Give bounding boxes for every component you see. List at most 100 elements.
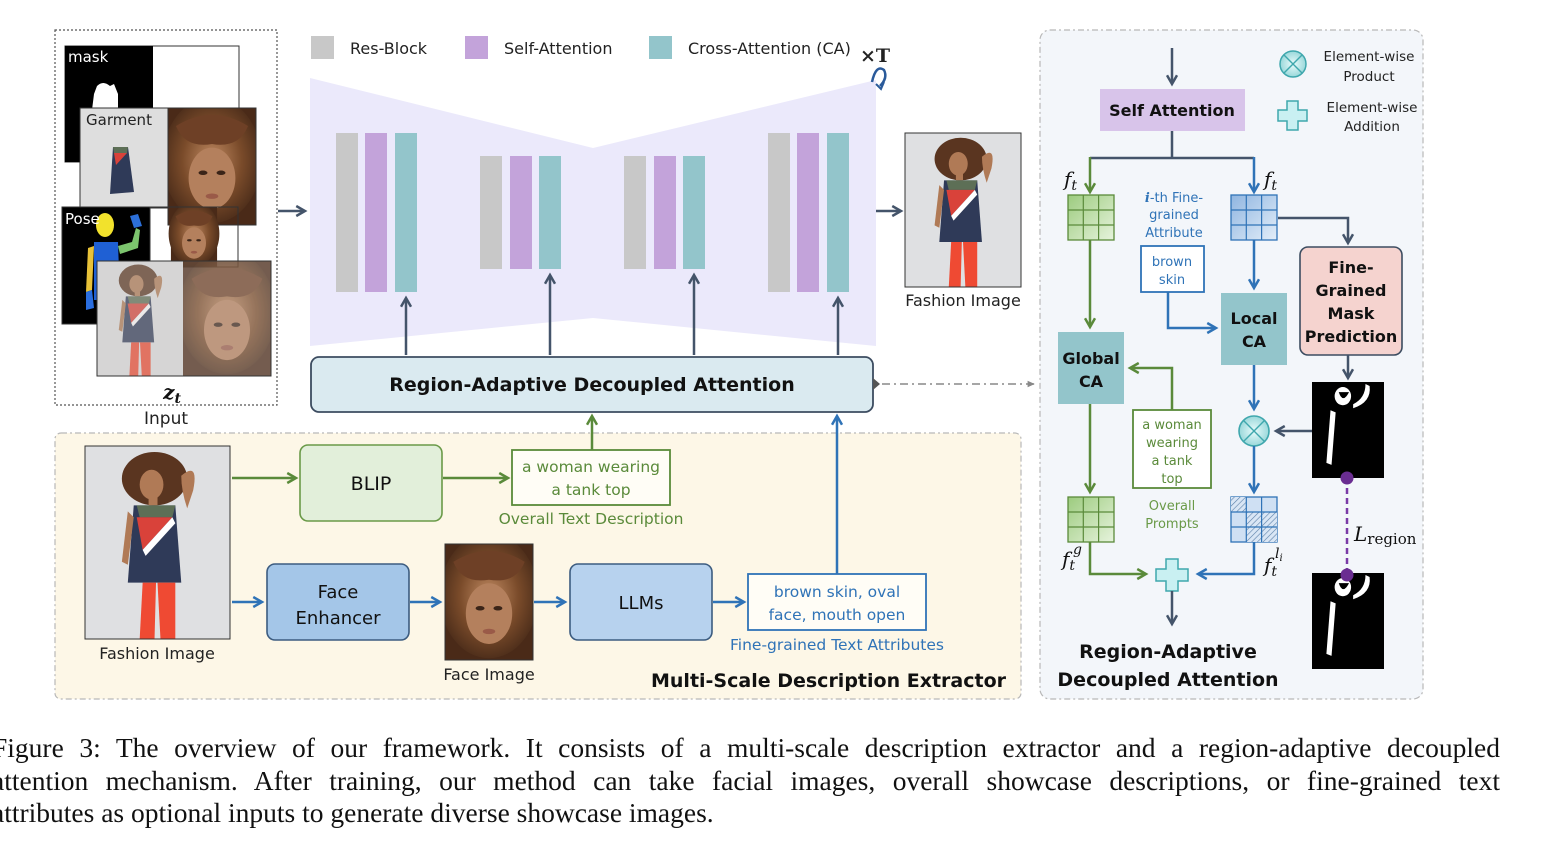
element-wise-addition-node: [1155, 558, 1189, 592]
garment-label: Garment: [86, 111, 152, 129]
overall-text-caption: Overall Text Description: [499, 510, 684, 528]
local-to-mask-arrow: [1278, 216, 1355, 246]
mask-prediction-label-3: Mask: [1328, 304, 1375, 323]
global-ca-box: [1058, 332, 1124, 404]
overall-text-line-2: a tank top: [551, 481, 630, 499]
ith-attribute-line-3: Attribute: [1145, 226, 1202, 241]
overall-text-box: [511, 449, 671, 506]
local-to-add-arrow: [1195, 542, 1256, 581]
extractor-fashion-caption: Fashion Image: [99, 644, 215, 663]
local-output-grid: [1230, 496, 1278, 543]
region-loss-label: Lregion: [1353, 522, 1417, 548]
global-output-grid: [1067, 496, 1115, 543]
local-ca-box: [1221, 293, 1287, 365]
overall-prompt-caption-2: Prompts: [1145, 517, 1199, 532]
global-ca-label-1: Global: [1062, 349, 1119, 368]
product-label-2: Product: [1343, 69, 1394, 85]
fine-text-line-2: face, mouth open: [769, 606, 906, 624]
blip-box: [299, 444, 443, 522]
self-attention-block: [654, 156, 676, 269]
self-attention-label: Self Attention: [1109, 101, 1235, 120]
addition-label-2: Addition: [1344, 119, 1400, 135]
attribute-box: [1140, 245, 1205, 293]
overall-text-line-1: a woman wearing: [522, 458, 660, 476]
global-feature-grid: [1067, 194, 1115, 241]
overall-prompt-caption-1: Overall: [1149, 499, 1195, 514]
overall-prompt-line-1: a woman: [1142, 418, 1202, 433]
self-attention-block: [797, 133, 819, 292]
expand-pointer-icon: [873, 378, 880, 390]
legend-self-attention-swatch: [465, 36, 488, 59]
element-wise-addition-legend: Element-wise Addition: [1277, 100, 1418, 135]
loss-endpoint-bottom: [1340, 568, 1354, 582]
detail-title-line-2: Decoupled Attention: [1057, 669, 1278, 691]
figure-caption: Figure 3: The overview of our framework.…: [0, 732, 1500, 830]
llms-label: LLMs: [619, 593, 664, 614]
region-adaptive-module-label: Region-Adaptive Decoupled Attention: [389, 374, 794, 396]
element-wise-product-legend: Element-wise Product: [1279, 49, 1415, 85]
element-wise-addition-icon: [1277, 100, 1308, 131]
detail-title-line-1: Region-Adaptive: [1079, 641, 1257, 663]
ith-attribute-line-2: grained: [1149, 208, 1199, 223]
self-attention-block: [365, 133, 387, 292]
local-ca-label-1: Local: [1231, 309, 1278, 328]
local-feature-grid: [1230, 194, 1278, 241]
ground-truth-mask-image: [1312, 573, 1384, 669]
face-enhancer-label-2: Enhancer: [296, 608, 382, 629]
cross-attention-block: [539, 156, 561, 269]
description-extractor: Fashion Image BLIP a woman wearing a tan…: [54, 413, 1022, 700]
face-image-caption: Face Image: [443, 665, 534, 684]
attribute-line-1: brown: [1152, 255, 1192, 270]
blip-label: BLIP: [351, 473, 392, 495]
mask-prediction-label-4: Prediction: [1305, 327, 1397, 346]
res-block: [480, 156, 502, 269]
legend-res-block-label: Res-Block: [350, 39, 428, 58]
face-enhancer-label-1: Face: [318, 582, 359, 603]
garment-input: Garment: [79, 107, 257, 226]
mask-label: mask: [68, 48, 109, 66]
fine-text-caption: Fine-grained Text Attributes: [730, 636, 944, 654]
overall-prompt-line-4: top: [1161, 472, 1182, 487]
overall-prompt-box: [1132, 409, 1212, 489]
legend: Res-Block Self-Attention Cross-Attention…: [311, 36, 851, 59]
product-label-1: Element-wise: [1324, 49, 1415, 65]
latent-label: zt: [162, 380, 181, 407]
unet-block-up-2: [768, 133, 849, 292]
noisy-latent-input: [96, 260, 272, 377]
fine-text-line-1: brown skin, oval: [774, 583, 900, 601]
unet-block-down-1: [336, 133, 417, 292]
self-attention-box: [1100, 89, 1245, 131]
global-ca-label-2: CA: [1079, 372, 1104, 391]
face-image: [440, 533, 538, 660]
pose-label: Pose: [65, 210, 100, 228]
loop-arrowhead-icon: [875, 81, 885, 91]
attribute-line-2: skin: [1159, 273, 1185, 288]
addition-label-1: Element-wise: [1327, 100, 1418, 116]
cross-attention-block: [683, 156, 705, 269]
input-caption: Input: [144, 409, 188, 429]
ith-attribute-line-1: i-th Fine-: [1145, 191, 1203, 206]
prompt-to-global-arrow: [1127, 361, 1174, 410]
local-ca-label-2: CA: [1242, 332, 1267, 351]
unet-shape: [310, 78, 876, 346]
mask-prediction-label-1: Fine-: [1328, 258, 1373, 277]
region-adaptive-module: Region-Adaptive Decoupled Attention: [310, 356, 1035, 413]
loss-endpoint-top: [1340, 471, 1354, 485]
res-block: [768, 133, 790, 292]
unet-block-up-1: [624, 156, 705, 269]
unet-block-down-2: [480, 156, 561, 269]
cross-attention-block: [827, 133, 849, 292]
legend-cross-attention-label: Cross-Attention (CA): [688, 39, 851, 58]
legend-cross-attention-swatch: [649, 36, 672, 59]
loop-icon: [870, 67, 887, 87]
unet: ×T: [310, 45, 890, 355]
region-adaptive-detail: Element-wise Product Element-wise Additi…: [1039, 29, 1424, 700]
face-enhancer-box: [266, 563, 410, 641]
llms-box: [569, 563, 713, 641]
input-panel: mask Garment Pose: [54, 29, 278, 429]
res-block: [624, 156, 646, 269]
caption-line-1: Figure 3: The overview of our framework.…: [0, 732, 1500, 763]
attribute-to-local-arrow: [1166, 292, 1219, 335]
caption-line-2: attention mechanism. After training, our…: [0, 764, 1500, 796]
framework-diagram: mask Garment Pose: [54, 29, 1424, 700]
